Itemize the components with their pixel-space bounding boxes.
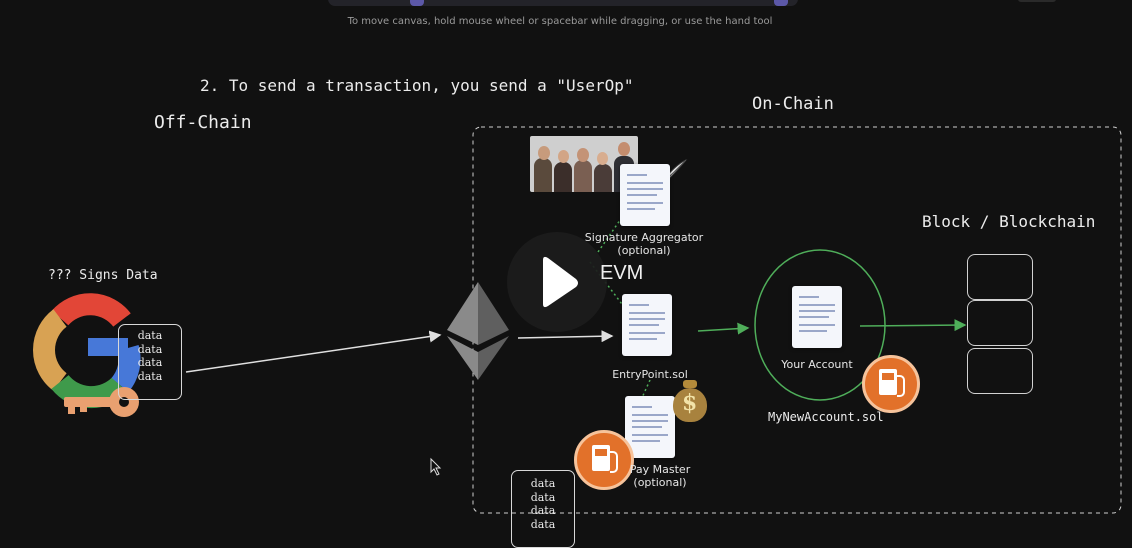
account-label: Your Account [781, 358, 853, 371]
account-file-label: MyNewAccount.sol [768, 410, 884, 424]
play-icon [543, 256, 578, 308]
account-document-icon [792, 286, 842, 348]
arrow-evm-to-entrypoint [517, 330, 614, 343]
block-2 [967, 300, 1033, 346]
entrypoint-document-icon [622, 294, 672, 356]
diagram-canvas[interactable] [0, 0, 1132, 526]
paymaster-label: Pay Master (optional) [612, 463, 708, 489]
block-3 [967, 348, 1033, 394]
data-word: data [137, 369, 163, 383]
arrow-entry-to-account [697, 322, 750, 335]
google-logo-icon [33, 293, 141, 409]
signs-data-label: ??? Signs Data [48, 268, 158, 283]
data-word: data [530, 517, 556, 531]
signed-data-box: data data data data [118, 324, 182, 400]
data-word: data [137, 356, 163, 369]
paymaster-title: Pay Master [629, 463, 691, 476]
play-button[interactable] [507, 232, 607, 332]
arrow-to-aggregator [597, 198, 635, 253]
aggregator-label: Signature Aggregator (optional) [582, 231, 706, 257]
offchain-label: Off-Chain [154, 112, 252, 133]
aggregator-optional: (optional) [617, 244, 671, 257]
arrow-account-to-block [859, 319, 967, 332]
blockchain-label: Block / Blockchain [922, 212, 1096, 231]
block-1 [967, 254, 1033, 300]
mouse-cursor-icon [430, 457, 442, 476]
data-word: data [530, 504, 556, 517]
arrow-data-to-evm [185, 330, 442, 373]
toolbar-tool-button[interactable] [410, 0, 424, 6]
toolbar [328, 0, 798, 6]
money-bag-icon: $ [673, 380, 707, 422]
canvas-hint: To move canvas, hold mouse wheel or spac… [347, 16, 773, 27]
account-gas-pump-icon [862, 355, 920, 413]
toolbar-tool-button[interactable] [774, 0, 788, 6]
ethereum-icon [447, 282, 509, 380]
entrypoint-label: EntryPoint.sol [612, 368, 688, 381]
onchain-label: On-Chain [752, 94, 834, 114]
data-word: data [530, 477, 556, 490]
data-word: data [530, 490, 556, 504]
data-word: data [137, 342, 163, 356]
step-heading: 2. To send a transaction, you send a "Us… [200, 76, 634, 95]
account-circle [754, 249, 886, 401]
userop-data-box: data data data data [511, 470, 575, 548]
evm-label: EVM [600, 262, 644, 284]
top-right-control[interactable] [1018, 0, 1056, 2]
aggregator-title: Signature Aggregator [584, 231, 704, 244]
dollar-sign: $ [682, 390, 698, 416]
data-word: data [137, 329, 163, 342]
aggregator-document-icon [620, 164, 670, 226]
paymaster-document-icon [625, 396, 675, 458]
paymaster-gas-pump-icon [574, 430, 634, 490]
paymaster-optional: (optional) [633, 476, 687, 489]
